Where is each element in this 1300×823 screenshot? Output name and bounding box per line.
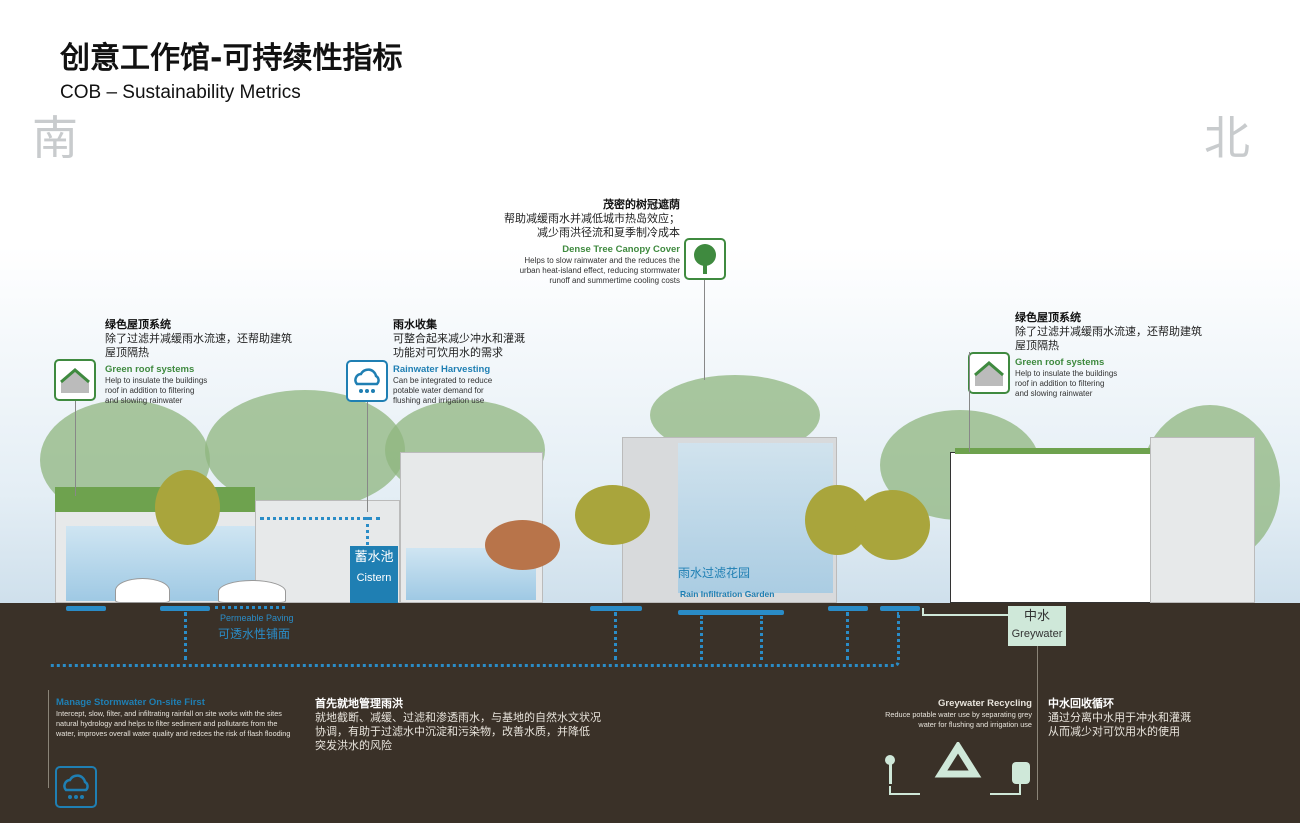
infiltration-pipe	[614, 612, 617, 660]
sprinkler-icon	[885, 755, 895, 784]
street-tree	[575, 485, 650, 545]
car	[115, 578, 170, 603]
south-label: 南	[32, 111, 78, 165]
leader-line	[969, 352, 970, 452]
street-tree	[155, 470, 220, 545]
green-roof-icon	[54, 359, 96, 401]
infiltration-pipe	[760, 616, 763, 660]
rain-cloud-icon	[55, 766, 97, 808]
infiltration-pipe	[184, 612, 187, 660]
callout-green-roof-left: 绿色屋顶系统 除了过滤并减缓雨水流速，还帮助建筑 屋顶隔热 Green roof…	[105, 318, 292, 405]
green-roof-icon	[968, 352, 1010, 394]
greywater-tank: 中水 Greywater	[1008, 606, 1066, 646]
green-roof	[955, 448, 1155, 454]
roof-drain-pipe	[260, 517, 380, 520]
callout-greywater-en: Greywater Recycling Reduce potable water…	[885, 698, 1032, 729]
rain-garden-pad	[678, 610, 784, 615]
ground-section	[0, 603, 1300, 823]
paving-flow	[215, 606, 285, 609]
recycle-diagram	[880, 740, 1040, 802]
permeable-pad	[160, 606, 210, 611]
building-north-annex	[1150, 437, 1255, 603]
rain-garden-label-cn: 雨水过滤花园	[678, 566, 751, 580]
stormwater-collection-line	[50, 612, 900, 667]
street-tree	[485, 520, 560, 570]
page-title: 创意工作馆-可持续性指标	[60, 41, 403, 76]
bioswale-pad	[590, 606, 642, 611]
leader-line	[75, 401, 76, 496]
north-label: 北	[1204, 111, 1250, 165]
callout-tree-canopy: 茂密的树冠遮荫 帮助减缓雨水并减低城市热岛效应； 减少雨洪径流和夏季制冷成本 D…	[504, 198, 680, 285]
callout-rainwater: 雨水收集 可整合起来减少冲水和灌溉 功能对可饮用水的需求 Rainwater H…	[393, 318, 525, 405]
infiltration-pipe	[846, 612, 849, 660]
callout-green-roof-right: 绿色屋顶系统 除了过滤并减缓雨水流速，还帮助建筑 屋顶隔热 Green roof…	[1015, 311, 1202, 398]
car	[218, 580, 286, 603]
callout-stormwater-en: Manage Stormwater On-site First Intercep…	[56, 697, 291, 738]
rain-cloud-icon	[346, 360, 388, 402]
leader-line	[704, 280, 705, 380]
divider-line	[48, 690, 49, 788]
recycle-icon	[934, 740, 982, 778]
infiltration-pipe	[700, 616, 703, 660]
permeable-paving-label-cn: 可透水性铺面	[218, 627, 291, 641]
street-tree	[855, 490, 930, 560]
greywater-return-line	[922, 608, 1012, 616]
bioswale-pad	[828, 606, 868, 611]
callout-greywater-cn: 中水回收循环 通过分离中水用于冲水和灌溉 从而减少对可饮用水的使用	[1048, 697, 1191, 738]
toilet-icon	[1012, 762, 1030, 784]
building-north	[950, 452, 1155, 603]
divider-line	[1037, 646, 1038, 800]
leader-line	[367, 402, 368, 512]
bioswale-pad	[880, 606, 920, 611]
cistern: 蓄水池 Cistern	[350, 546, 398, 603]
tree-icon	[684, 238, 726, 280]
building-center	[622, 437, 837, 603]
permeable-pad	[66, 606, 106, 611]
roof-drain-pipe	[366, 517, 369, 545]
permeable-paving-label-en: Permeable Paving	[220, 613, 294, 623]
callout-stormwater-cn: 首先就地管理雨洪 就地截断、减缓、过滤和渗透雨水，与基地的自然水文状况 协调，有…	[315, 697, 601, 752]
page-subtitle: COB – Sustainability Metrics	[60, 82, 301, 103]
rain-garden-label-en: Rain Infiltration Garden	[680, 589, 775, 599]
